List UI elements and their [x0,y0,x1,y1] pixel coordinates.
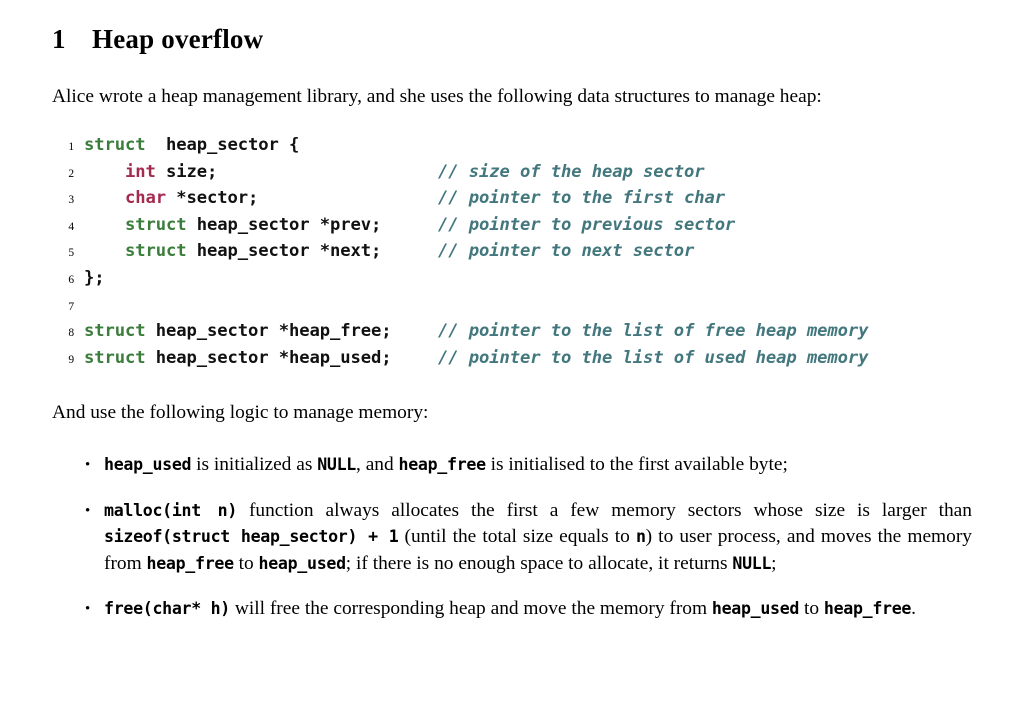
inline-code: NULL [732,553,772,573]
intro-paragraph: Alice wrote a heap management library, a… [52,86,822,107]
bullet-free: • free(char* h) will free the correspondi… [52,596,972,623]
inline-code: heap_used [104,455,192,475]
inline-text: is initialized as [191,454,318,476]
code-text: heap_sector { [145,135,300,155]
inline-code: sizeof(struct heap_sector) + 1 [104,527,399,547]
inline-text: , and [356,454,399,476]
inline-text: ; if there is no enough space to allocat… [345,552,733,574]
code-line: 4 struct heap_sector *prev; // pointer to… [52,212,972,239]
code-comment: // pointer to previous sector [438,214,736,235]
code-line-number: 9 [68,353,74,366]
section-title: Heap overflow [92,24,264,54]
inline-code: heap_free [823,599,912,619]
code-text: }; [84,267,105,288]
code-line-number: 3 [68,194,74,207]
bullet-text: malloc(int n) function always allocates … [104,500,972,574]
code-line: 1 struct heap_sector { [52,132,972,159]
code-text: size; [155,161,218,182]
inline-text: will free the corresponding heap and mov… [229,598,712,620]
code-keyword: struct [125,241,187,262]
code-indent [84,215,125,235]
code-line: 2 int size; // size of the heap sector [52,159,972,186]
code-line: 9 struct heap_sector *heap_used; // pointe… [52,345,972,372]
inline-text: to [233,552,259,574]
code-line: 7 [52,292,972,319]
code-comment: // pointer to the list of free heap memo… [438,321,869,342]
inline-text: ) to user process, and moves the memory … [104,526,972,574]
code-keyword: struct [84,321,146,342]
inline-code: heap_used [711,599,800,619]
section-number: 1 [52,24,66,54]
inline-code: malloc(int n) [104,500,238,520]
code-blank [84,295,94,315]
inline-code: n [635,527,646,547]
code-keyword: struct [84,347,146,368]
bullet-marker: • [85,502,91,519]
code-indent [84,162,125,182]
code-line-number: 8 [68,327,74,340]
code-line-number: 7 [68,300,74,313]
code-line-number: 2 [68,167,74,180]
inline-text: is initialised to the first available by… [485,454,788,476]
inline-code: heap_free [398,455,487,475]
bullet-text: free(char* h) will free the correspondin… [104,598,916,619]
inline-code: free(char* h) [104,599,230,619]
inline-text: to [799,598,824,620]
code-text: heap_sector *prev; [186,214,382,235]
code-comment: // pointer to the first char [438,188,725,209]
code-comment: // pointer to the list of used heap memo… [438,347,869,368]
inline-code: NULL [317,455,356,475]
bullet-text: heap_used is initialized as NULL, and he… [104,454,788,475]
code-indent [84,188,125,208]
inline-code: heap_free [146,553,235,573]
code-line-number: 5 [68,247,74,260]
code-line-number: 4 [68,220,74,233]
code-keyword: struct [84,135,146,155]
code-listing: 1 struct heap_sector { 2 int size; // size … [52,132,972,371]
code-text: heap_sector *heap_free; [145,321,392,342]
logic-bullet-list: •heap_used is initialized as NULL, and h… [52,452,972,623]
code-line: 6}; [52,265,972,292]
code-comment: // size of the heap sector [438,161,705,182]
code-keyword: int [125,161,156,182]
code-text: *sector; [166,188,259,209]
bullet-heap-init: • heap_used is initialized as NULL, and h… [52,452,972,479]
bullet-marker: • [85,457,91,474]
code-text: heap_sector *heap_used; [145,347,392,368]
inline-text: (until the total size equals to [398,526,636,548]
code-text: heap_sector *next; [186,241,382,262]
page-title: 1 Heap overflow [52,22,972,56]
inline-text: ; [771,552,777,574]
code-keyword: struct [125,214,187,235]
bullet-marker: • [85,601,91,618]
code-comment: // pointer to next sector [438,241,695,262]
logic-paragraph: And use the following logic to manage me… [52,402,429,424]
inline-text: function always allocates the first a fe… [237,499,972,521]
code-indent [84,241,125,261]
code-line: 5 struct heap_sector *next; // pointer to… [52,238,972,265]
inline-text: . [911,598,916,620]
code-line: 8 struct heap_sector *heap_free; // pointe… [52,318,972,345]
code-keyword: char [125,188,166,209]
bullet-malloc: • malloc(int n) function always allocates… [52,498,972,578]
code-line: 3 char *sector; // pointer to the first c… [52,185,972,212]
code-line-number: 6 [68,273,74,286]
code-line-number: 1 [68,141,74,153]
inline-code: heap_used [258,553,347,573]
